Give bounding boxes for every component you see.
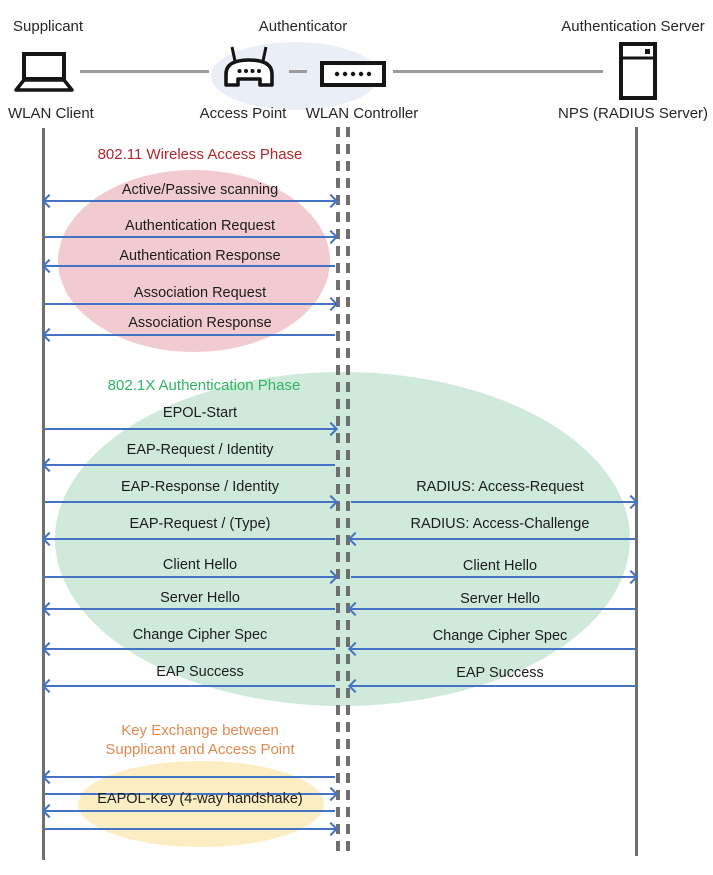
- message-arrow: [350, 494, 639, 510]
- entity-wlan-controller: WLAN Controller: [305, 105, 419, 122]
- message-arrow: [41, 601, 336, 617]
- message-arrow: [44, 821, 339, 837]
- wireless-phase-title: 802.11 Wireless Access Phase: [97, 146, 303, 163]
- server-icon: [619, 42, 657, 100]
- message-arrow: [347, 531, 636, 547]
- message-arrow: [347, 601, 636, 617]
- message-arrow: [41, 678, 336, 694]
- key-exchange-ellipse: [78, 761, 324, 847]
- entity-wlan-client: WLAN Client: [8, 105, 94, 122]
- message-arrow: [44, 229, 339, 245]
- wlan-controller-lifeline-outer: [336, 127, 340, 854]
- role-supplicant: Supplicant: [13, 18, 84, 35]
- entity-nps: NPS (RADIUS Server): [558, 105, 709, 122]
- message-label: Association Request: [133, 285, 267, 301]
- message-label: EAP Success: [456, 665, 544, 681]
- entity-access-point: Access Point: [199, 105, 287, 122]
- message-arrow: [44, 421, 339, 437]
- message-arrow: [41, 769, 336, 785]
- message-label: Server Hello: [460, 591, 540, 607]
- message-label: Client Hello: [162, 557, 238, 573]
- message-label: RADIUS: Access-Request: [416, 479, 584, 495]
- key-exchange-title: Key Exchange between Supplicant and Acce…: [54, 721, 346, 759]
- message-arrow: [41, 193, 339, 209]
- role-authenticator: Authenticator: [258, 18, 348, 35]
- message-label: EAP-Request / (Type): [129, 516, 271, 532]
- message-label: Authentication Request: [125, 218, 275, 234]
- message-label: EPOL-Start: [162, 405, 238, 421]
- message-label: EAP-Response / Identity: [121, 479, 279, 495]
- message-arrow: [44, 786, 339, 802]
- connector-controller-to-server: [393, 70, 603, 73]
- wlan-controller-icon: [320, 61, 386, 87]
- message-arrow: [44, 569, 339, 585]
- dot1x-phase-title: 802.1X Authentication Phase: [107, 377, 301, 394]
- key-exchange-title-line2: Supplicant and Access Point: [105, 741, 295, 758]
- access-point-icon: [224, 46, 274, 87]
- laptop-icon: [14, 52, 74, 92]
- message-label: Client Hello: [462, 558, 538, 574]
- message-label: EAPOL-Key (4-way handshake): [97, 791, 303, 807]
- message-arrow: [347, 641, 636, 657]
- message-arrow: [41, 641, 336, 657]
- message-arrow: [41, 258, 336, 274]
- role-authentication-server: Authentication Server: [561, 18, 705, 35]
- connector-ap-to-controller: [289, 70, 307, 73]
- wlan-controller-lifeline-inner: [346, 127, 350, 854]
- message-label: Association Response: [128, 315, 272, 331]
- message-label: Change Cipher Spec: [432, 628, 568, 644]
- message-label: EAP-Request / Identity: [126, 442, 274, 458]
- message-arrow: [41, 803, 336, 819]
- wlan-client-lifeline: [42, 128, 45, 860]
- message-arrow: [44, 296, 339, 312]
- message-label: RADIUS: Access-Challenge: [410, 516, 590, 532]
- message-label: Active/Passive scanning: [121, 182, 279, 198]
- message-arrow: [41, 457, 336, 473]
- message-label: Change Cipher Spec: [132, 627, 268, 643]
- message-arrow: [41, 327, 336, 343]
- message-label: Server Hello: [160, 590, 240, 606]
- message-arrow: [44, 494, 339, 510]
- connector-client-to-ap: [80, 70, 209, 73]
- message-label: Authentication Response: [119, 248, 281, 264]
- message-arrow: [350, 569, 639, 585]
- message-arrow: [347, 678, 636, 694]
- key-exchange-title-line1: Key Exchange between: [121, 722, 279, 739]
- message-label: EAP Success: [156, 664, 244, 680]
- message-arrow: [41, 531, 336, 547]
- nps-lifeline: [635, 127, 638, 856]
